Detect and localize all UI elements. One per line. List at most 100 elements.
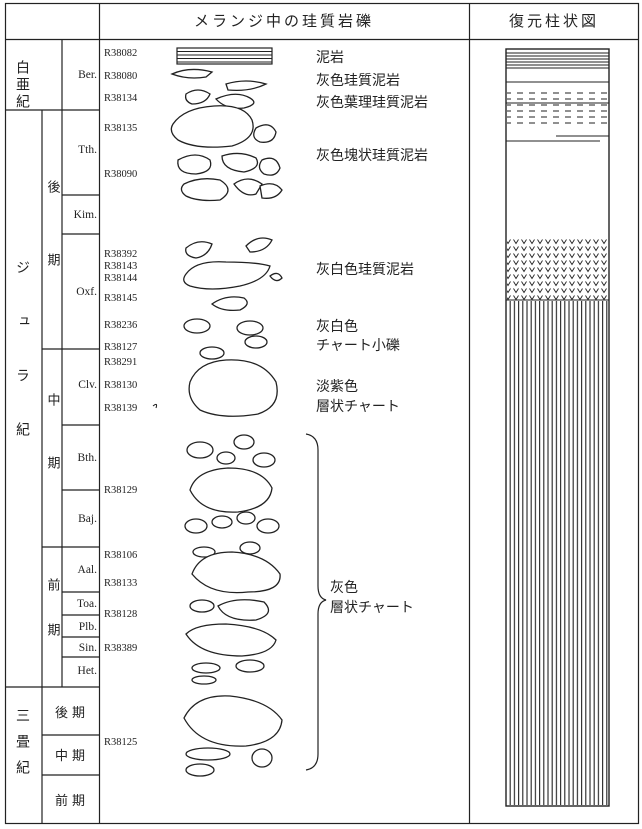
period-triassic: 三畳紀: [14, 708, 30, 786]
sample-number: R38082: [104, 48, 137, 59]
column-laminated-mudstone: [507, 89, 608, 127]
stage-kim: Kim.: [74, 209, 97, 221]
lithology-label: 灰色珪質泥岩: [316, 72, 400, 89]
gray-white-mudstone-clast: [269, 272, 283, 282]
siliceous-mudstone-clast: [225, 80, 268, 92]
bedded-chert-clast: [188, 359, 278, 417]
bedded-chert-clast: [192, 546, 216, 558]
lithology-label: 灰白色珪質泥岩: [316, 261, 414, 278]
sample-numbers: R38082 R38080 R38134 R38135 R38090 R3839…: [104, 48, 138, 748]
laminated-mudstone-clast: [170, 105, 254, 148]
sample-number: R38236: [104, 320, 137, 331]
stage-baj: Baj.: [78, 513, 97, 525]
bedded-chert-clast: [191, 551, 281, 594]
table-frame: [4, 2, 640, 825]
bedded-chert-clast: [211, 515, 233, 529]
lithology-label: 泥岩: [316, 50, 344, 66]
sample-number: R38127: [104, 342, 137, 353]
bedded-chert-clast: [185, 623, 277, 657]
period-jurassic: ジュラ紀: [14, 260, 30, 476]
massive-mudstone-clast: [177, 154, 212, 175]
gray-white-mudstone-clast: [210, 296, 248, 312]
bedded-chert-clast: [186, 441, 214, 459]
sample-number: R38139: [104, 403, 137, 414]
lithology-label: 層状チャート: [330, 600, 414, 616]
stage-toa: Toa.: [77, 598, 97, 610]
epoch-late-jurassic: 後期: [45, 180, 61, 326]
chert-pebble-clast: [183, 318, 211, 334]
epoch-middle-jurassic: 中期: [45, 393, 61, 519]
sample-number: R38080: [104, 71, 137, 82]
lithology-label: 層状チャート: [316, 399, 400, 415]
lithology-label: 灰白色: [316, 318, 358, 335]
gray-white-mudstone-clast: [183, 261, 271, 290]
bedded-chert-clast: [191, 675, 217, 685]
bedded-chert-clast: [216, 451, 236, 465]
massive-mudstone-clast: [233, 178, 263, 196]
massive-mudstone-clast: [253, 124, 277, 143]
bedded-chert-clast: [239, 541, 261, 555]
stage-clv: Clv.: [78, 379, 97, 391]
lithology-label: チャート小礫: [316, 338, 400, 354]
massive-mudstone-clast: [258, 157, 281, 176]
bedded-chert-clast: [256, 518, 280, 534]
sample-number: R38291: [104, 357, 137, 368]
chert-pebble-clast: [199, 346, 225, 360]
column-bedded-chert: [507, 301, 608, 805]
massive-mudstone-clast: [259, 183, 283, 199]
siliceous-mudstone-clast: [170, 68, 214, 79]
brace: [305, 433, 327, 771]
bedded-chert-clast: [184, 518, 208, 534]
lithology-label: 淡紫色: [316, 378, 358, 395]
column-header: 復元柱状図: [509, 12, 599, 30]
sample-number: R38389: [104, 643, 137, 654]
mudstone-clast-lines: [177, 50, 272, 63]
bedded-chert-clast: [185, 747, 231, 761]
epoch-early-triassic: 前期: [55, 793, 89, 809]
bedded-chert-clast: [185, 763, 215, 777]
laminated-mudstone-clast: [184, 89, 211, 105]
stage-het: Het.: [78, 665, 98, 677]
sample-number: R38130: [104, 380, 137, 391]
sample-number: R38129: [104, 485, 137, 496]
lithology-label: 灰色: [330, 579, 358, 596]
chert-pebble-clast: [244, 335, 268, 349]
sample-number: R38125: [104, 737, 137, 748]
stage-aal: Aal.: [78, 564, 98, 576]
gray-white-mudstone-clast: [185, 241, 213, 259]
stage-labels: Ber. Tth. Kim. Oxf. Clv. Bth. Baj. Aal. …: [74, 69, 97, 677]
hook-mark: [152, 403, 158, 409]
bedded-chert-clast: [251, 748, 273, 768]
stage-oxf: Oxf.: [76, 286, 97, 298]
reconstructed-column: [505, 48, 610, 807]
stage-sin: Sin.: [79, 642, 97, 654]
massive-mudstone-clast: [180, 178, 229, 202]
bedded-chert-clast: [236, 511, 256, 525]
massive-mudstone-clast: [221, 152, 259, 173]
sample-number: R38143: [104, 261, 137, 272]
sample-number: R38135: [104, 123, 137, 134]
column-gray-white-mudstone: [507, 238, 608, 300]
column-mudstone: [506, 52, 609, 69]
epoch-early-jurassic: 前期: [45, 577, 61, 668]
sample-number: R38134: [104, 93, 138, 104]
sample-number: R38144: [104, 273, 138, 284]
bedded-chert-clast: [189, 467, 273, 513]
epoch-middle-triassic: 中期: [55, 749, 89, 764]
lithology-label: 灰色葉理珪質泥岩: [316, 94, 428, 111]
clasts-column-header: メランジ中の珪質岩礫: [194, 12, 374, 30]
sample-number: R38133: [104, 578, 137, 589]
sample-number: R38128: [104, 609, 137, 620]
bedded-chert-clast: [233, 434, 255, 450]
stage-ber: Ber.: [78, 69, 97, 81]
bedded-chert-clast: [191, 662, 221, 674]
bedded-chert-clast: [252, 452, 276, 468]
stage-tth: Tth.: [78, 144, 97, 156]
sample-number: R38145: [104, 293, 137, 304]
bedded-chert-clast: [235, 659, 265, 673]
sample-number: R38392: [104, 249, 137, 260]
lithology-label: 灰色塊状珪質泥岩: [316, 147, 428, 164]
stage-bth: Bth.: [78, 452, 98, 464]
epoch-late-triassic: 後期: [55, 706, 89, 721]
lithology-labels: 泥岩 灰色珪質泥岩 灰色葉理珪質泥岩 灰色塊状珪質泥岩 灰白色珪質泥岩 灰白色 …: [316, 50, 428, 616]
